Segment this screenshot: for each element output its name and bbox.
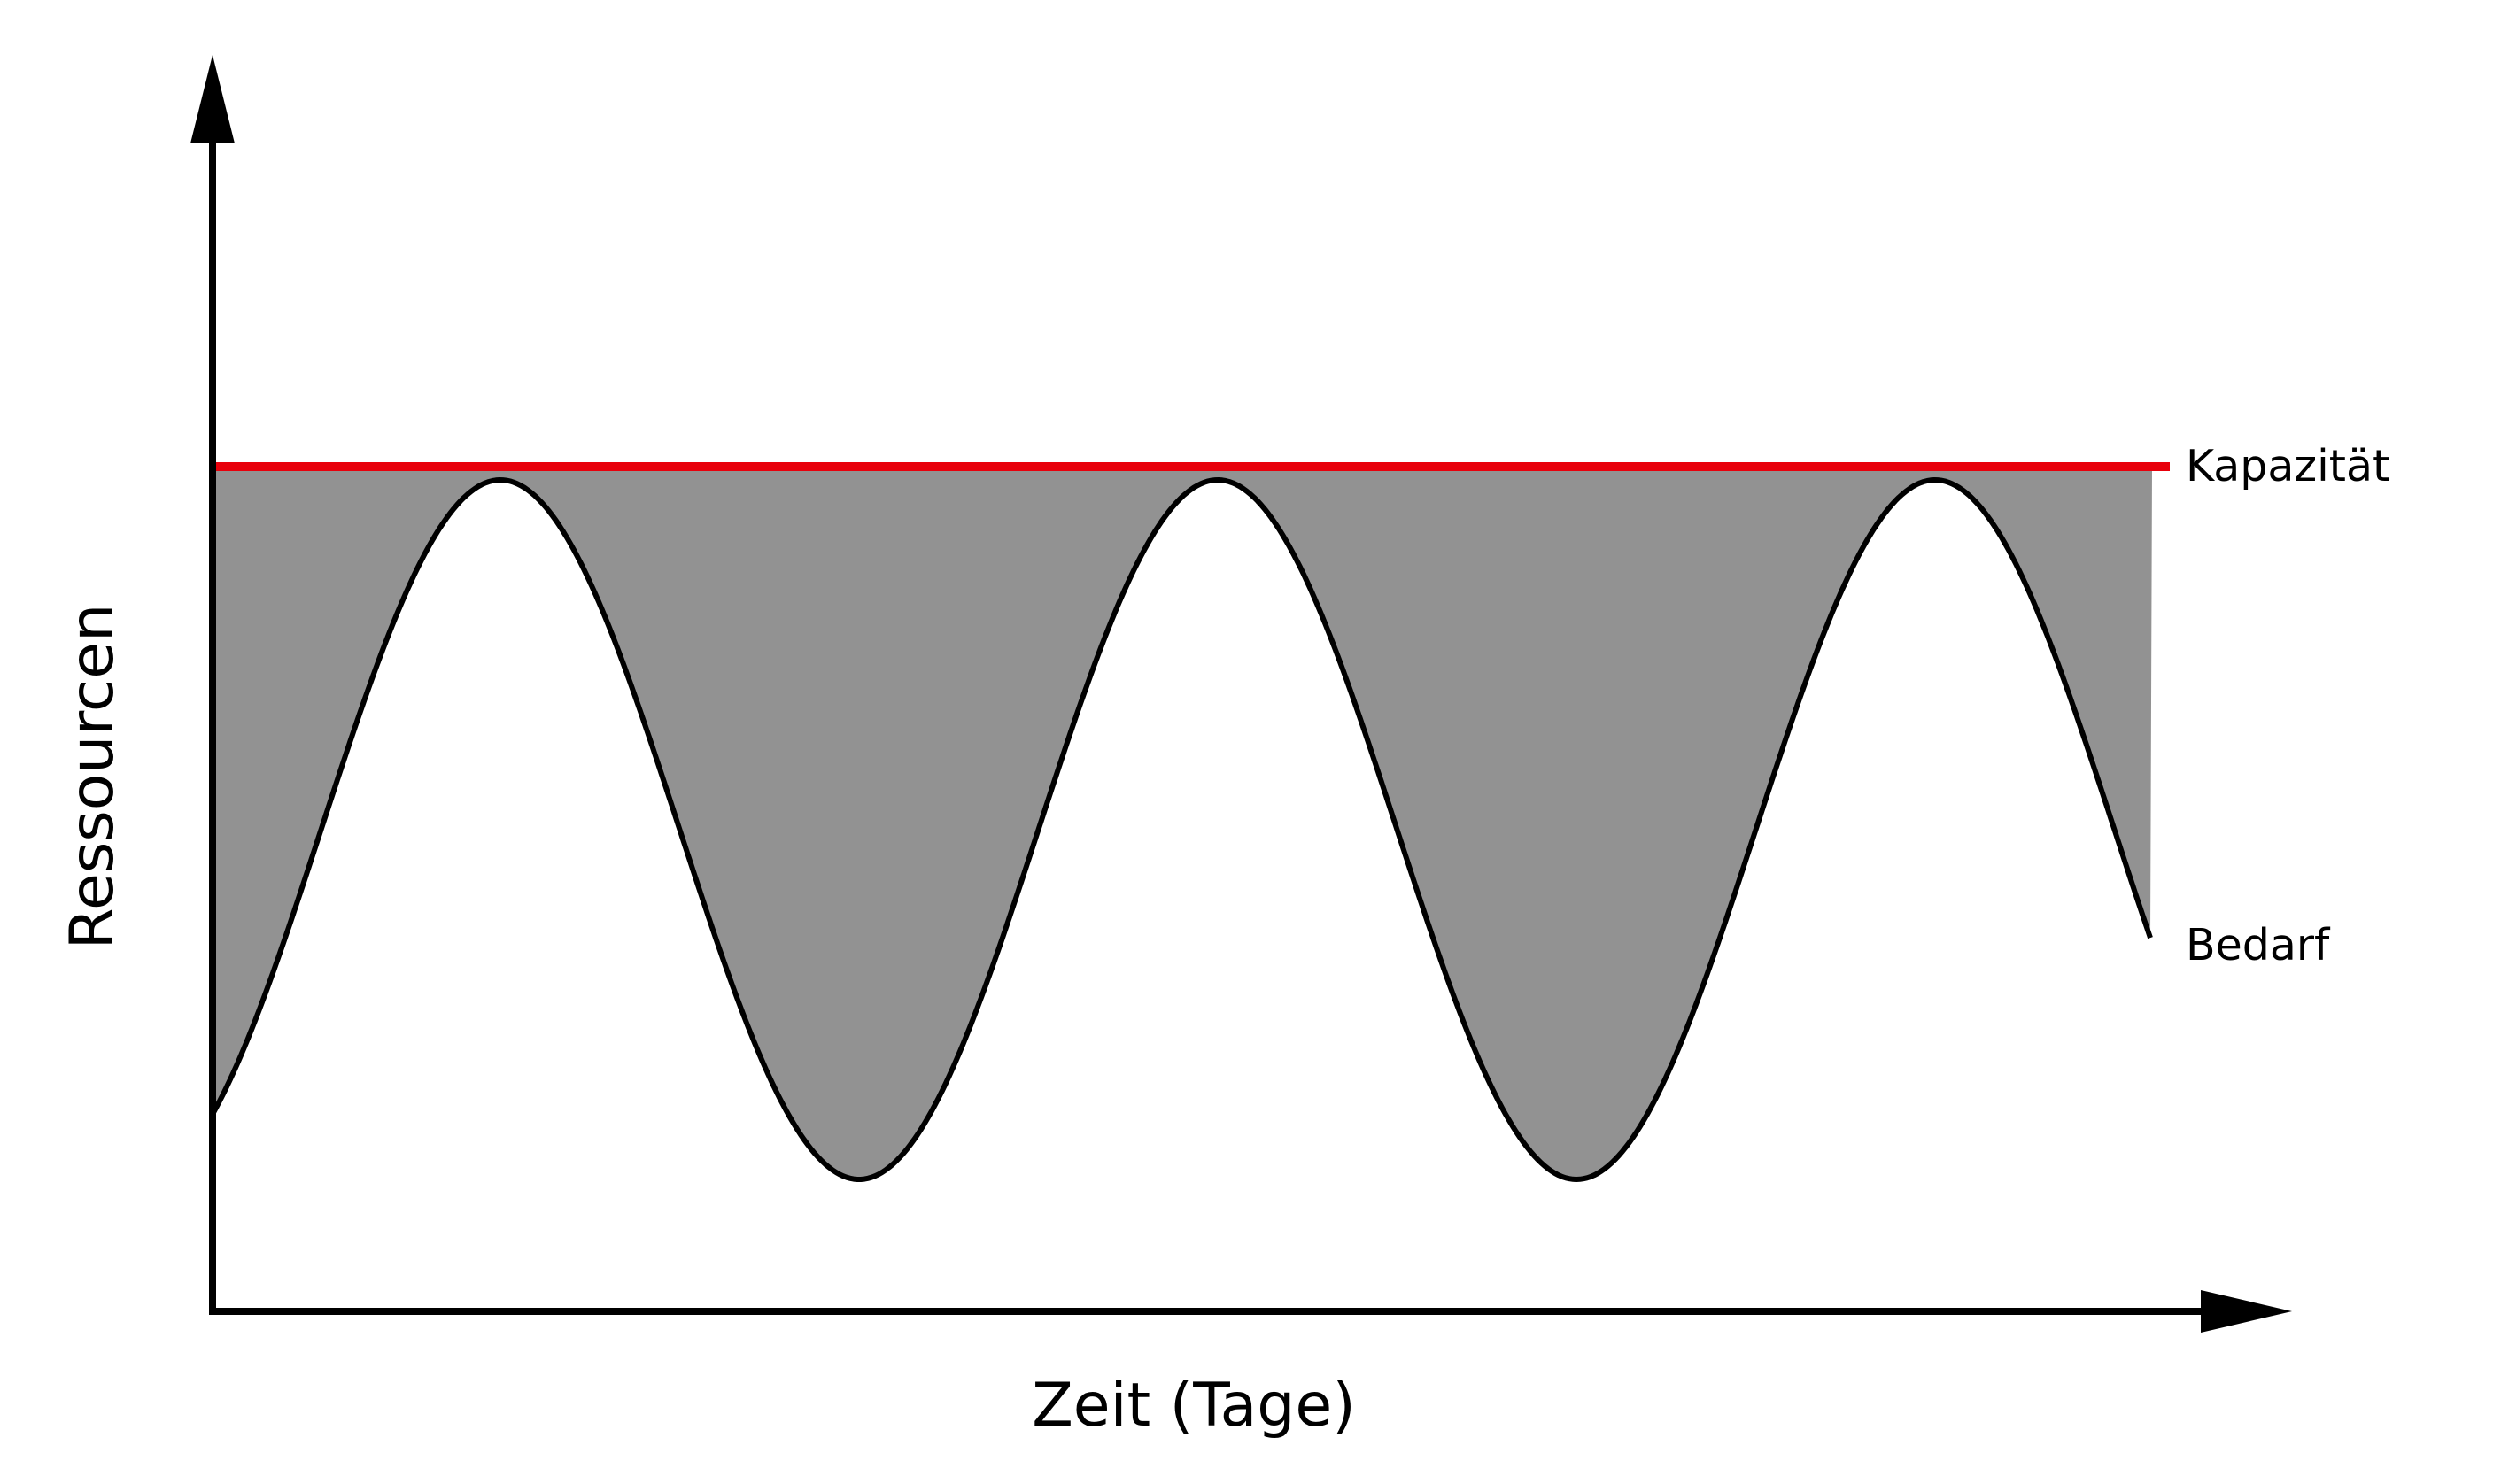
unused-capacity-area [213, 467, 2152, 1179]
demand-curve [210, 477, 2153, 1182]
y-axis-arrowhead [190, 55, 235, 143]
y-axis-label: Ressourcen [58, 604, 128, 949]
x-axis-arrowhead [2201, 1290, 2292, 1333]
capacity-label: Kapazität [2186, 441, 2389, 491]
demand-label: Bedarf [2186, 920, 2331, 970]
x-axis-label: Zeit (Tage) [1032, 1371, 1356, 1441]
